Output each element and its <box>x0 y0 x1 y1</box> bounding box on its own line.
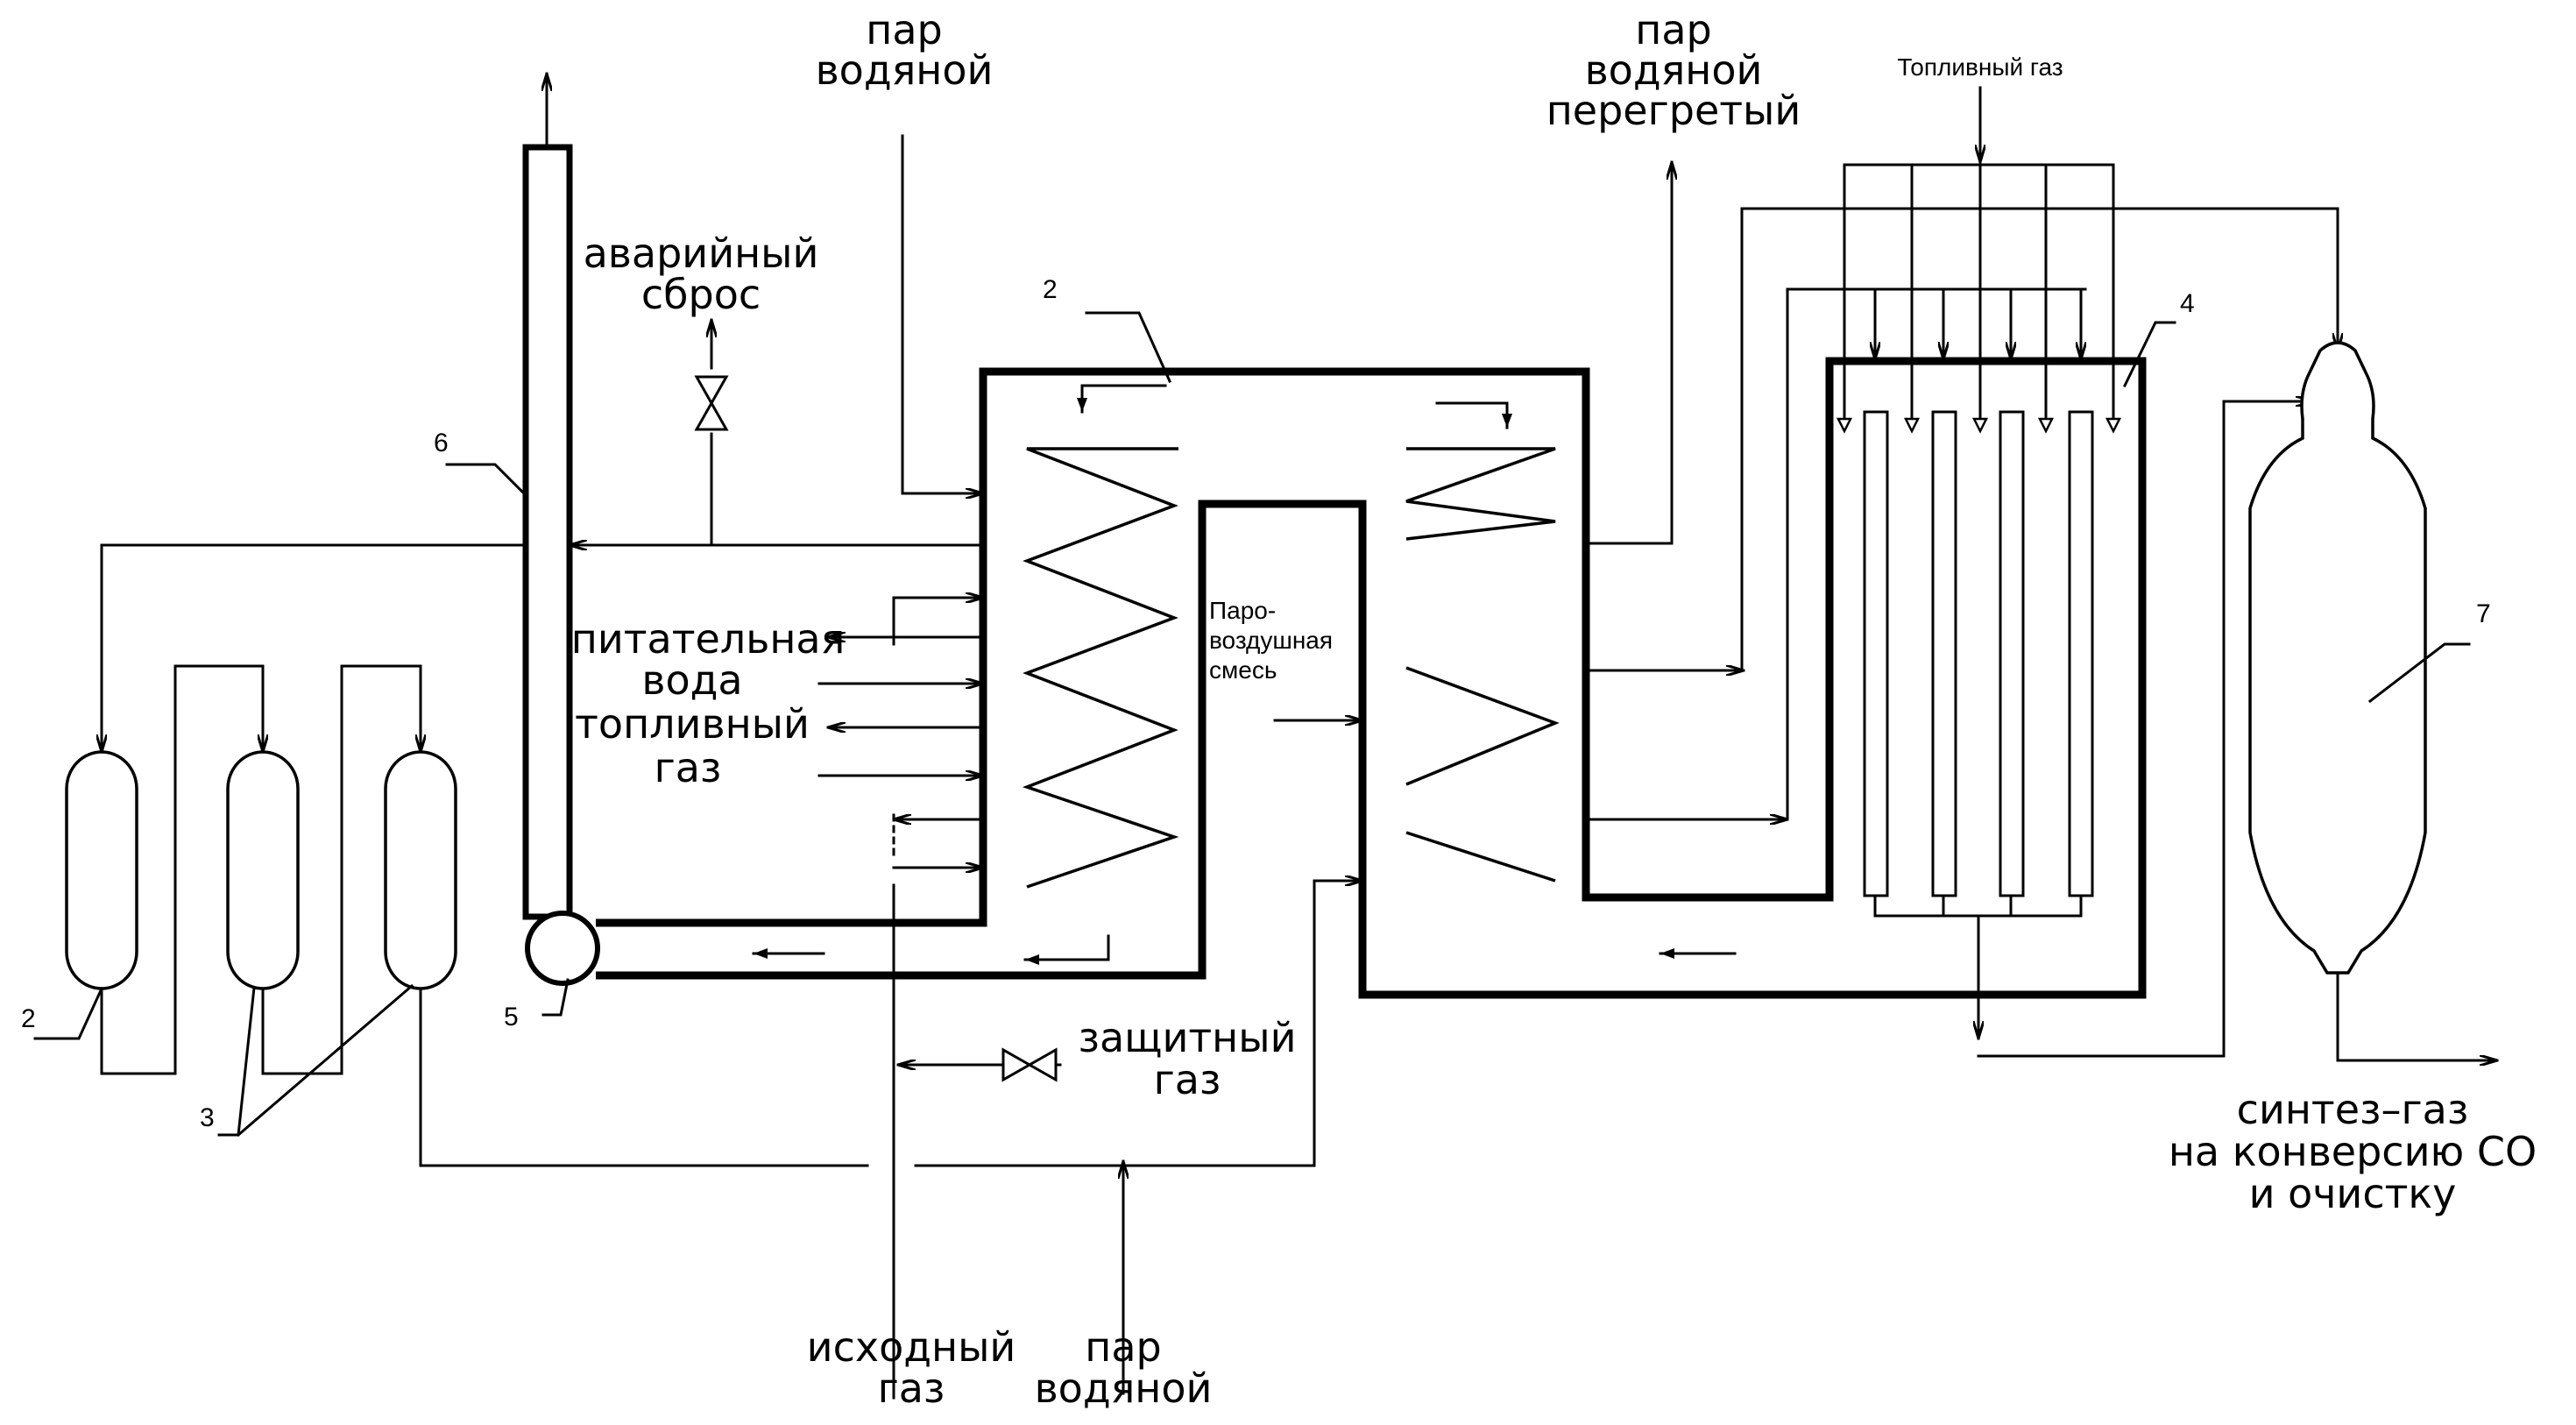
svg-text:защитный: защитный <box>1079 1014 1297 1061</box>
marker-2-top: 2 <box>1043 275 1058 304</box>
vessel-desulfurizer-2 <box>226 750 300 990</box>
lower-right-coil <box>1405 831 1556 883</box>
svg-text:воздушная: воздушная <box>1209 627 1333 654</box>
vessel-desulfurizer-3 <box>384 750 457 990</box>
marker-3: 3 <box>200 1103 215 1132</box>
duct-flow-arrows <box>752 384 1737 965</box>
label-steam-air-mixture: Паро- воздушная смесь <box>1209 597 1333 684</box>
svg-text:водяной: водяной <box>1585 46 1763 94</box>
secondary-reformer-7 <box>2248 341 2427 975</box>
exhaust-stack <box>522 72 573 920</box>
svg-text:пар: пар <box>1635 6 1711 53</box>
svg-text:исходный: исходный <box>807 1323 1016 1371</box>
left-coil-bank <box>1022 447 1179 889</box>
svg-text:сброс: сброс <box>641 271 761 318</box>
marker-2-left: 2 <box>21 1004 36 1033</box>
svg-text:топливный: топливный <box>575 700 810 748</box>
svg-text:водяной: водяной <box>1035 1365 1213 1412</box>
label-protective-gas: защитный газ <box>1079 1014 1297 1103</box>
emergency-valve[interactable] <box>694 375 729 431</box>
upper-right-coil <box>1405 447 1556 541</box>
label-steam-superheated: пар водяной перегретый <box>1546 6 1801 134</box>
marker-6: 6 <box>434 429 449 457</box>
label-steam-top: пар водяной <box>816 6 994 94</box>
label-steam-bottom: пар водяной <box>1035 1323 1213 1412</box>
label-synthesis-gas: синтез–газ на конверсию СО и очистку <box>2169 1086 2537 1217</box>
svg-text:пар: пар <box>1085 1323 1161 1371</box>
svg-text:Паро-: Паро- <box>1209 597 1276 624</box>
middle-right-coil <box>1405 666 1560 786</box>
process-lines <box>102 86 2499 1400</box>
protective-gas-valve[interactable] <box>1001 1047 1058 1082</box>
svg-text:смесь: смесь <box>1209 656 1277 684</box>
svg-text:пар: пар <box>866 6 942 53</box>
svg-text:газ: газ <box>878 1365 945 1412</box>
svg-text:газ: газ <box>655 744 722 791</box>
svg-text:перегретый: перегретый <box>1546 87 1801 134</box>
label-fuel-gas-left: топливный газ <box>575 700 810 791</box>
svg-text:вода: вода <box>641 656 742 704</box>
label-emergency-release: аварийный сброс <box>584 230 819 318</box>
flue-gas-duct <box>596 357 2147 999</box>
collector-drum <box>525 911 600 986</box>
vessel-desulfurizer-1 <box>65 750 138 990</box>
leader-lines <box>33 311 2471 1138</box>
svg-text:газ: газ <box>1154 1056 1221 1103</box>
marker-5: 5 <box>504 1003 519 1032</box>
reformer-tubes <box>1863 410 2094 897</box>
label-source-gas: исходный газ <box>807 1323 1016 1412</box>
marker-7: 7 <box>2476 599 2491 628</box>
svg-text:аварийный: аварийный <box>584 230 819 277</box>
marker-4: 4 <box>2180 289 2195 318</box>
burner-nozzles <box>1836 366 2122 434</box>
svg-text:питательная: питательная <box>571 615 846 663</box>
svg-text:синтез–газ: синтез–газ <box>2237 1086 2469 1133</box>
label-fuel-gas-top: Топливный газ <box>1897 53 2063 81</box>
svg-text:и очистку: и очистку <box>2249 1170 2457 1217</box>
svg-text:водяной: водяной <box>816 46 994 94</box>
svg-text:на конверсию СО: на конверсию СО <box>2169 1128 2537 1175</box>
label-feed-water: питательная вода <box>571 615 846 704</box>
